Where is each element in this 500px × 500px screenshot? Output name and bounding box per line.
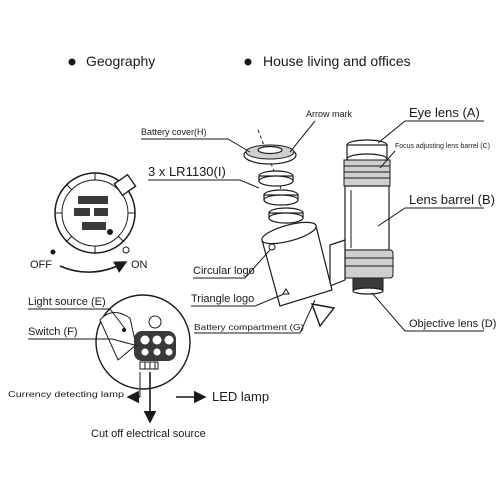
label-cut-off: Cut off electrical source	[91, 428, 206, 440]
label-off: OFF	[30, 259, 52, 271]
label-on: ON	[131, 259, 148, 271]
label-triangle-logo: Triangle logo	[191, 293, 254, 305]
geography-heading: Geography	[86, 53, 155, 69]
on-dot-icon	[122, 246, 130, 254]
label-objective-lens: Objective lens (D)	[409, 318, 496, 330]
label-currency-lamp: Currency detecting lamp	[8, 390, 125, 399]
label-led-lamp: LED lamp	[212, 389, 269, 404]
bullet-house: House living and offices	[244, 53, 411, 69]
label-batteries: 3 x LR1130(I)	[148, 164, 226, 179]
bullet-dot-icon	[244, 58, 252, 66]
microscope-body	[329, 139, 394, 295]
label-switch: Switch (F)	[28, 326, 78, 338]
bullet-dot-icon	[68, 58, 76, 66]
battery-stack	[243, 129, 333, 307]
label-focus-barrel: Focus adjusting lens barrel (C)	[395, 141, 490, 150]
label-battery-compartment: Battery compartment (G)	[194, 322, 304, 332]
house-heading: House living and offices	[263, 53, 411, 69]
triangle-logo-mark	[282, 288, 290, 295]
switch-dial	[54, 172, 137, 254]
label-lens-barrel: Lens barrel (B)	[409, 192, 495, 207]
label-circular-logo: Circular logo	[193, 265, 255, 277]
label-eye-lens: Eye lens (A)	[409, 105, 480, 120]
off-dot-icon	[50, 249, 56, 255]
light-source-closeup	[95, 294, 191, 390]
rotate-arrow	[59, 261, 128, 273]
circular-logo-mark	[268, 243, 276, 251]
curved-arrow-head-icon	[310, 303, 336, 328]
label-battery-cover: Battery cover(H)	[141, 127, 207, 137]
label-light-source: Light source (E)	[28, 296, 106, 308]
bullet-geography: Geography	[68, 53, 155, 69]
label-arrow-mark: Arrow mark	[306, 109, 353, 119]
